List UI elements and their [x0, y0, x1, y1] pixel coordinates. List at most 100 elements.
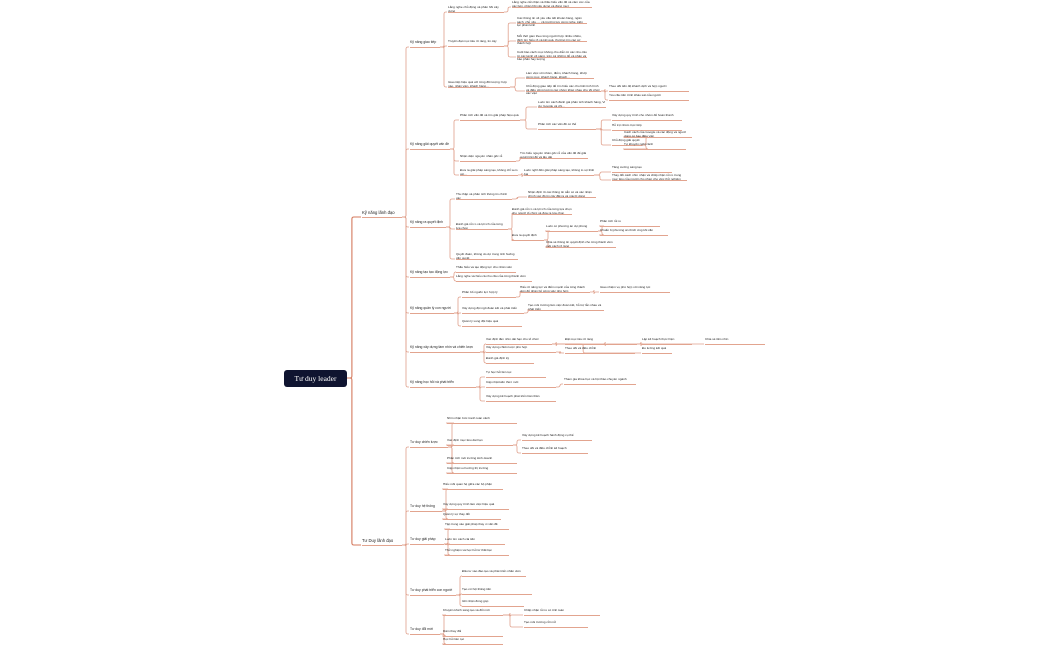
- mindmap-node-b5a1[interactable]: Chấp nhận rủi ro có tính toán: [524, 608, 565, 612]
- mindmap-node-b5[interactable]: Tư duy đổi mới: [410, 627, 433, 631]
- mindmap-node-b4b[interactable]: Tạo cơ hội thăng tiến: [462, 587, 492, 591]
- mindmap-node-a1[interactable]: Kỹ năng giao tiếp: [410, 40, 437, 44]
- mindmap-node-b3a[interactable]: Tập trung vào giải pháp thay vì vấn đề: [445, 522, 498, 526]
- mindmap-node-b4a[interactable]: Đầu tư vào đào tạo và phát triển nhân vi…: [462, 569, 521, 573]
- mindmap-node-a5a[interactable]: Phân bổ nguồn lực hợp lý: [462, 290, 498, 294]
- mindmap-node-a6[interactable]: Kỹ năng xây dựng tầm nhìn và chiến lược: [410, 345, 474, 349]
- mindmap-node-b2b[interactable]: Xây dựng quy trình làm việc hiệu quả: [443, 502, 495, 506]
- mindmap-node-a4a[interactable]: Thấu hiểu và tạo động lực cho nhân viên: [456, 265, 513, 269]
- mindmap-node-a2a2c[interactable]: Chủ động giải quyết: [612, 138, 640, 142]
- mindmap-node-b1a[interactable]: Nhìn nhận bức tranh toàn cảnh: [447, 416, 490, 420]
- connector-a3: [402, 216, 409, 228]
- mindmap-node-a5a1[interactable]: Hiểu rõ năng lực và điểm mạnh của từng t…: [520, 285, 585, 293]
- mindmap-node-a1c2a[interactable]: Theo dõi tiến độ khách dịch và hợp người: [609, 84, 667, 88]
- node-underline: [522, 440, 592, 441]
- mindmap-node-b1b[interactable]: Xác định mục tiêu dài hạn: [447, 438, 483, 442]
- mindmap-node-a2a1[interactable]: Luôn tìm cách đánh giá phân tích khách h…: [538, 100, 606, 108]
- mindmap-node-a1c1[interactable]: Làm việc với nhóm, điểm, khách hàng, khớ…: [526, 71, 587, 79]
- connector-b5c: [440, 633, 447, 645]
- mindmap-node-a7b[interactable]: Cập nhật kiến thức mới: [486, 380, 519, 384]
- mindmap-node-a2a2a[interactable]: Xây dựng quy trình cho nhóm để hoàn thàn…: [612, 113, 674, 117]
- mindmap-node-a2a2[interactable]: Phân tích các vấn đề có thể: [538, 122, 577, 126]
- mindmap-node-a3[interactable]: Kỹ năng ra quyết định: [410, 220, 443, 224]
- mindmap-node-a1b1[interactable]: Các thông tin về yêu cầu tiết khoản hàng…: [517, 16, 583, 28]
- mindmap-node-a5b1[interactable]: Tạo môi trường làm việc đoàn kết, hỗ trợ…: [528, 303, 602, 311]
- mindmap-node-a3b1[interactable]: Đánh giá rủi ro và lợi ích của từng lựa …: [512, 207, 572, 215]
- connector-b4: [402, 544, 409, 596]
- mindmap-node-b2a[interactable]: Hiểu mối quan hệ giữa các bộ phận: [443, 482, 493, 486]
- mindmap-node-a2a2c1[interactable]: Cách cách của Google và các động và ngườ…: [624, 130, 687, 138]
- connector-a1a: [440, 11, 447, 48]
- mindmap-node-a5a1a[interactable]: Giao nhiệm vụ phù hợp với năng lực: [600, 285, 651, 289]
- mindmap-node-a6a4[interactable]: Đo lường kết quả: [642, 346, 667, 350]
- mindmap-node-a6a[interactable]: Xác định tầm nhìn dài hạn cho tổ chức: [486, 337, 539, 341]
- mindmap-node-a1c2[interactable]: Chủ động giao tiếp để tìm hiểu các cho b…: [526, 84, 600, 96]
- mindmap-node-b2c[interactable]: Quản lý sự thay đổi: [443, 512, 470, 516]
- mindmap-node-a2b1[interactable]: Tìm hiểu nguyên nhân gốc rễ của vấn đề đ…: [520, 151, 587, 159]
- mindmap-node-a6b[interactable]: Xây dựng chiến lược phù hợp: [486, 345, 528, 349]
- mindmap-node-a5[interactable]: Kỹ năng quản lý con người: [410, 306, 451, 310]
- mindmap-node-b1[interactable]: Tư duy chiến lược: [410, 440, 438, 444]
- mindmap-node-a2a[interactable]: Phân tích vấn đề và tìm giải pháp hiệu q…: [460, 113, 519, 117]
- mindmap-node-b[interactable]: Tư Duy lãnh đạo: [362, 538, 394, 543]
- root-node[interactable]: Tư duy leader: [284, 370, 347, 387]
- mindmap-node-a2a2b[interactable]: Hỗ trợ nhóm trực tiếp: [612, 123, 642, 127]
- mindmap-node-b3b[interactable]: Luôn tìm cách cải tiến: [445, 537, 476, 541]
- mindmap-node-a2c1[interactable]: Luôn nghĩ đến giải pháp sáng tạo, không …: [524, 168, 594, 176]
- mindmap-node-b5c[interactable]: Học hỏi liên tục: [443, 637, 465, 641]
- mindmap-node-a6b1[interactable]: Theo dõi và điều chỉnh: [565, 346, 597, 350]
- mindmap-node-b4c[interactable]: Ghi nhận đóng góp: [462, 599, 489, 603]
- mindmap-node-a1b2[interactable]: Mỗi thời gian theo lúng người hợp nhiều …: [517, 34, 582, 46]
- mindmap-node-a7b1[interactable]: Tham gia khóa học và hội thảo chuyên ngà…: [564, 377, 627, 381]
- mindmap-node-a1a1[interactable]: Lắng nghe cẩn thận và thấu hiểu vấn đề v…: [512, 0, 590, 8]
- mindmap-node-a2c[interactable]: Đưa ra giải pháp sáng tạo, không chỉ xem…: [460, 168, 518, 176]
- mindmap-node-a3a[interactable]: Thu thập và phân tích thông tin chính xá…: [456, 192, 508, 200]
- mindmap-node-b1c[interactable]: Phân tích môi trường kinh doanh: [447, 456, 493, 460]
- mindmap-node-b2[interactable]: Tư duy hệ thống: [410, 504, 435, 508]
- connector-a2c1b: [594, 174, 611, 181]
- connector-a2a2c2: [623, 144, 649, 150]
- mindmap-node-a6a3[interactable]: Chia sẻ tầm nhìn: [705, 337, 729, 341]
- mindmap-node-a2[interactable]: Kỹ năng giải quyết vấn đề: [410, 142, 450, 146]
- mindmap-node-b4[interactable]: Tư duy phát triển con người: [410, 588, 453, 592]
- node-underline: [445, 555, 509, 556]
- connector-a3b2a2: [598, 230, 605, 236]
- mindmap-node-a3a1[interactable]: Nhận định rõ các thông tin sẵn có và xác…: [528, 190, 592, 198]
- mindmap-node-a3b2a2[interactable]: Chuẩn bị phương án thích ứng khi cần: [600, 228, 654, 232]
- mindmap-node-b1b2[interactable]: Theo dõi và điều chỉnh kế hoạch: [522, 446, 567, 450]
- mindmap-node-a1a[interactable]: Lắng nghe chủ động và phản hồi xây dựng: [448, 5, 499, 13]
- mindmap-node-a4[interactable]: Kỹ năng tạo tạo động lực: [410, 270, 448, 274]
- mindmap-node-a1c[interactable]: Giao tiếp hiệu quả với từng đối tượng: h…: [448, 80, 507, 88]
- mindmap-node-a1b[interactable]: Truyền đạt mục tiêu rõ ràng, tin cậy: [448, 39, 497, 43]
- mindmap-node-b3c[interactable]: Thử nghiệm và học hỏi từ thất bại: [445, 548, 492, 552]
- mindmap-node-a3b2a[interactable]: Luôn có phương án dự phòng: [546, 224, 588, 228]
- mindmap-node-a2a2c2[interactable]: Tự khuyến nghị cảnh: [624, 142, 654, 146]
- mindmap-node-b1d[interactable]: Cập nhật xu hướng thị trường: [447, 466, 489, 470]
- mindmap-node-b5a[interactable]: Khuyến khích sáng tạo và đổi mới: [443, 608, 490, 612]
- mindmap-node-a6a1[interactable]: Đặt mục tiêu rõ ràng: [565, 337, 594, 341]
- mindmap-node-a3c[interactable]: Quyết đoán, không do dự trong tình huống…: [456, 252, 515, 260]
- mindmap-node-b1b1[interactable]: Xây dựng kế hoạch hành động cụ thể: [522, 433, 574, 437]
- mindmap-node-a[interactable]: Kỹ năng lãnh đạo: [362, 210, 395, 215]
- mindmap-node-a2c1b[interactable]: Thay đổi cách nhìn nhận và chấp nhận rủi…: [612, 173, 682, 181]
- mindmap-node-a5c[interactable]: Quản lý xung đột hiệu quả: [462, 319, 499, 323]
- mindmap-node-a1c2b[interactable]: Yêu cầu tiến trình khảo sát của người: [609, 93, 661, 97]
- mindmap-node-b3[interactable]: Tư duy giải pháp: [410, 537, 436, 541]
- mindmap-node-a4b[interactable]: Lắng nghe và hiểu cả nhu cầu của từng th…: [456, 274, 526, 278]
- mindmap-node-a6b2[interactable]: Đánh giá định kỳ: [486, 356, 510, 360]
- connector-a3c: [446, 226, 455, 260]
- mindmap-node-a2b[interactable]: Nhận diện nguyên nhân gốc rễ: [460, 154, 503, 158]
- mindmap-node-a3b[interactable]: Đánh giá rủi ro và lợi ích của từng lựa …: [456, 222, 503, 230]
- mindmap-node-b5b[interactable]: Dám thay đổi: [443, 629, 462, 633]
- mindmap-node-a2c1a[interactable]: Tăng cường sáng tạo: [612, 165, 642, 169]
- mindmap-node-a7c[interactable]: Xây dựng kế hoạch phát triển bản thân: [486, 394, 540, 398]
- mindmap-node-a7[interactable]: Kỹ năng học hỏi và phát triển: [410, 380, 454, 384]
- mindmap-node-a5b[interactable]: Xây dựng đội ngũ đoàn kết và phát triển: [462, 306, 518, 310]
- mindmap-node-a3b2b[interactable]: Chia sẻ thông tin quyết định cho từng th…: [546, 240, 613, 248]
- mindmap-node-a3b2[interactable]: Đưa ra quyết định: [512, 233, 537, 237]
- mindmap-node-a6a2[interactable]: Lập kế hoạch thực hiện: [642, 337, 675, 341]
- mindmap-node-a1b3[interactable]: Cuối bảo cách mục không cho diễn từ các …: [517, 50, 587, 62]
- mindmap-node-a3b2a1[interactable]: Phân tích rủi ro: [600, 219, 621, 223]
- mindmap-node-b5a2[interactable]: Tạo môi trường cởi mở: [524, 620, 557, 624]
- mindmap-node-a7a[interactable]: Tự học hỏi liên tục: [486, 370, 512, 374]
